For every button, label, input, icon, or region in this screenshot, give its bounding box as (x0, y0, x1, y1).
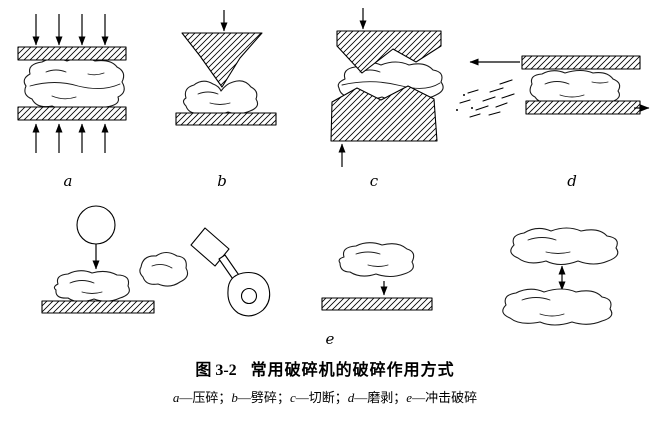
legend-item: b—劈碎 (231, 387, 277, 406)
rock-texture (69, 280, 103, 294)
upper-plate-hatched (17, 46, 127, 61)
debris-particle (469, 113, 481, 118)
debris-particle (482, 96, 496, 102)
legend-item: a—压碎 (173, 387, 219, 406)
figure-legend: a—压碎；b—劈碎；c—切断；d—磨剥；e—冲击破碎 (0, 387, 650, 406)
lower-plate-hatched (17, 106, 127, 121)
base-plate-hatched (321, 297, 433, 311)
rock-texture (29, 82, 121, 89)
legend-term: 压碎 (192, 390, 219, 405)
legend-dash: — (237, 390, 251, 405)
legend-letter: e (406, 390, 413, 405)
hammer-head (190, 227, 230, 267)
debris-particle (499, 79, 513, 85)
legend-term: 磨剥 (367, 390, 394, 405)
debris-particle (459, 99, 471, 104)
figure-number: 图 3-2 (195, 362, 237, 379)
rock-texture (527, 237, 571, 254)
debris-particle (475, 105, 489, 111)
legend-dash: — (412, 390, 426, 405)
panel-a-compression: a (17, 14, 127, 190)
legend-term: 冲击破碎 (425, 390, 478, 405)
rock-texture (544, 81, 609, 98)
panel-d-label: d (567, 172, 577, 190)
legend-item: e—冲击破碎 (406, 387, 477, 406)
rock-texture (521, 297, 565, 317)
upper-plate-hatched (521, 55, 641, 70)
lower-plate-hatched (525, 100, 641, 115)
rock (502, 288, 613, 326)
rock-texture (197, 91, 231, 105)
base-plate-hatched (175, 112, 277, 126)
rotor-hole (240, 287, 258, 305)
debris-dot (463, 94, 465, 96)
debris-particle (501, 93, 515, 99)
panel-e-impact: e (41, 205, 619, 348)
legend-separator: ； (218, 390, 232, 405)
debris-particle (489, 87, 504, 93)
legend-dash: — (179, 390, 193, 405)
legend-separator: ； (276, 390, 290, 405)
legend-dash: — (354, 390, 368, 405)
impact-ball-drop (41, 205, 155, 314)
debris-spray (456, 79, 515, 118)
legend-item: c—切断 (290, 387, 335, 406)
legend-letter: c (289, 390, 296, 405)
impact-hammer (139, 227, 271, 317)
rock-texture (45, 69, 105, 100)
rock (182, 80, 259, 116)
legend-item: d—磨剥 (348, 387, 394, 406)
legend-letter: a (172, 390, 180, 405)
legend-letter: d (347, 390, 355, 405)
wedge-tool-hatched (181, 32, 263, 88)
panel-c-cutting: c (330, 8, 444, 190)
rock (510, 227, 619, 266)
rock-texture (355, 251, 389, 267)
debris-dot (456, 109, 458, 111)
rock-texture (151, 263, 173, 269)
impact-against-plate (321, 242, 433, 311)
legend-letter: b (231, 390, 238, 405)
debris-dot (471, 107, 473, 109)
debris-particle (488, 111, 501, 116)
rock (53, 270, 130, 303)
debris-particle (467, 89, 479, 94)
legend-separator: ； (393, 390, 407, 405)
figure-title: 常用破碎机的破碎作用方式 (250, 362, 455, 379)
lower-toothed-jaw-hatched (330, 85, 438, 142)
legend-dash: — (295, 390, 309, 405)
legend-term: 切断 (308, 390, 335, 405)
debris-particle (495, 102, 508, 108)
impact-rock-collision (502, 227, 619, 326)
panel-c-label: c (370, 172, 379, 190)
rock (139, 251, 189, 287)
base-plate-hatched (41, 300, 155, 314)
panel-a-label: a (64, 172, 73, 190)
panel-e-label: e (326, 330, 335, 348)
figure-caption: 图 3-2 常用破碎机的破碎作用方式 (0, 356, 650, 380)
crushing-methods-diagram: a b c (17, 8, 650, 348)
panel-b-splitting: b (175, 10, 277, 190)
rock (529, 69, 621, 106)
rock (338, 242, 415, 278)
drop-ball (76, 205, 116, 245)
legend-separator: ； (334, 390, 348, 405)
upper-toothed-jaw-hatched (336, 30, 442, 74)
panel-b-label: b (217, 172, 227, 190)
legend-term: 劈碎 (250, 390, 277, 405)
panel-d-abrasion: d (456, 55, 650, 190)
